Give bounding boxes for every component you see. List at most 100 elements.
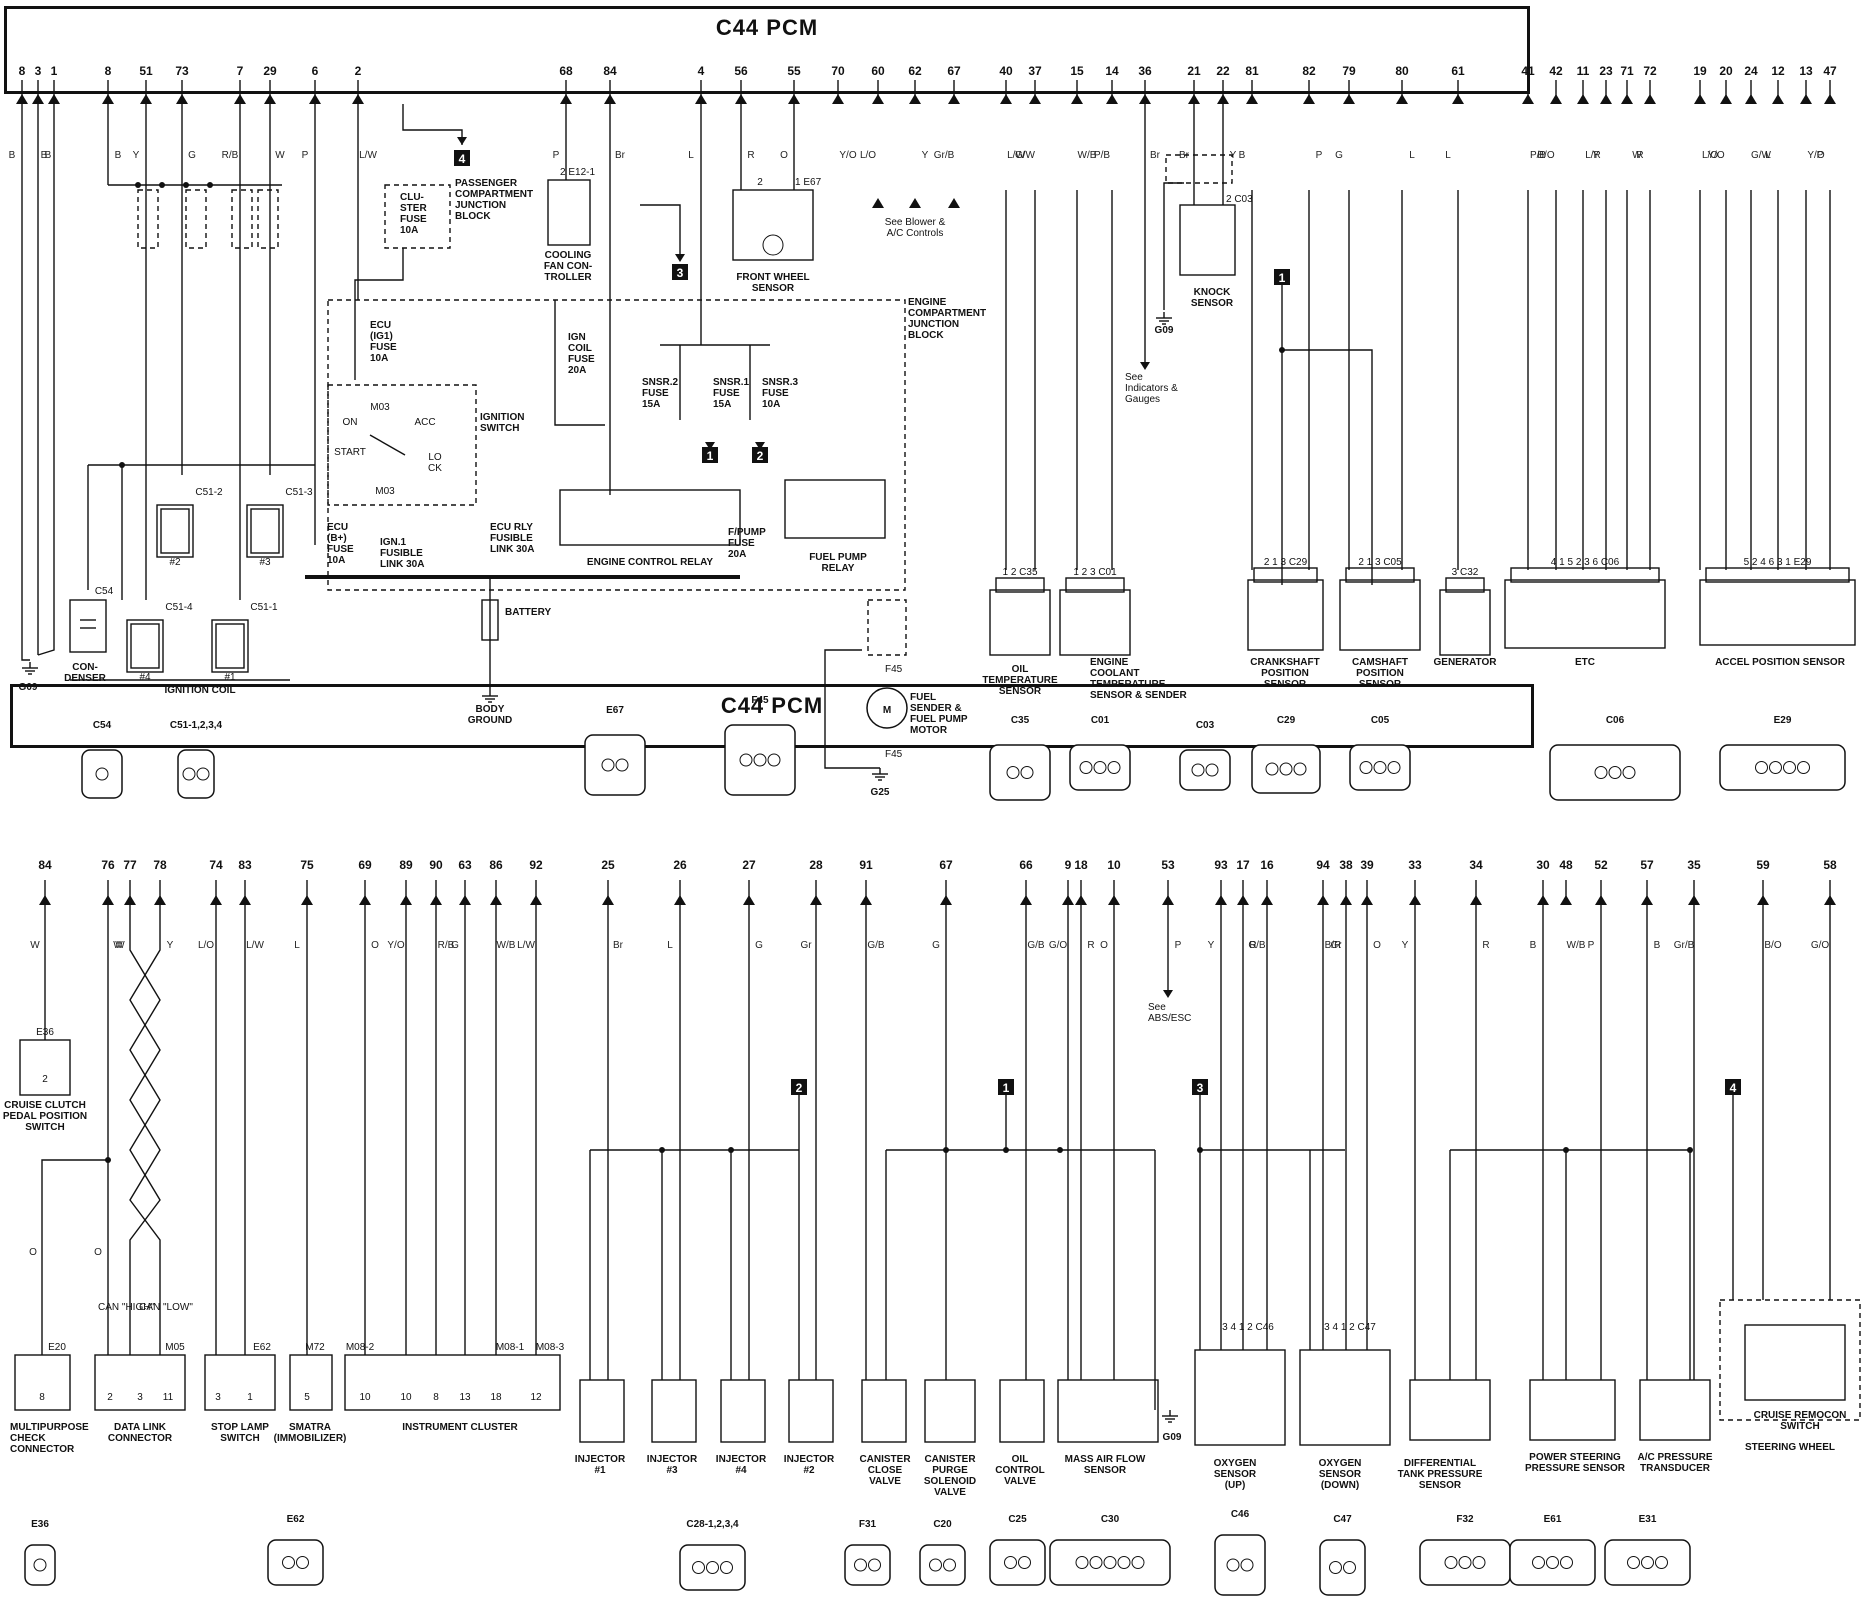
terminal-arrow [1215, 895, 1227, 905]
connector-cavity [1018, 1556, 1031, 1569]
splice-dot [183, 182, 189, 188]
component-label-engine-control-relay: ENGINE CONTROL RELAY [587, 557, 713, 568]
wire-color-code: L/O [860, 150, 876, 161]
ref-marker [791, 1079, 807, 1095]
connector-cavity [1103, 1556, 1117, 1569]
wire-color-code: Gr [800, 940, 812, 951]
connector-cavity [739, 753, 753, 767]
wire-color-code: Y/O [839, 150, 856, 161]
cooling-fan-controller [547, 179, 591, 246]
pcm-pin-number: 92 [529, 858, 543, 872]
ignition-switch-box [327, 384, 477, 506]
connector-cavity [95, 767, 109, 781]
terminal-arrow [1644, 94, 1656, 104]
sensor-body [1059, 589, 1131, 656]
coil-2 [156, 504, 194, 558]
canister-close-valve [861, 1379, 907, 1443]
connector-cavity [1107, 761, 1121, 774]
pcm-pin-number: 57 [1640, 858, 1654, 872]
pcm-pin-number: 3 [35, 64, 42, 78]
wire [1282, 349, 1373, 585]
canister-purge-valve [924, 1379, 976, 1443]
terminal-arrow [1217, 94, 1229, 104]
ref-marker-number: 4 [459, 152, 466, 166]
ignition-position-start: START [334, 447, 366, 458]
coil-label: #4 [139, 672, 151, 683]
fuel-pump-relay-box [784, 479, 886, 539]
pcm-pin-number: 6 [312, 64, 319, 78]
coil-connector-label: C51-3 [285, 487, 313, 498]
wire-color-code: G [451, 940, 459, 951]
data-link-connector [94, 1354, 186, 1411]
coil-2-inner [160, 508, 190, 554]
wire-color-code: L [688, 150, 694, 161]
terminal-arrow [1409, 895, 1421, 905]
pcm-pin-number: 33 [1408, 858, 1422, 872]
terminal-arrow [154, 895, 166, 905]
connector-face [1319, 1539, 1366, 1596]
connector-e62: E62 [253, 1342, 271, 1353]
terminal-arrow [352, 94, 364, 104]
terminal-arrow [695, 94, 707, 104]
wire-color-code: O [371, 940, 379, 951]
wire-color-code: B [45, 150, 52, 161]
wire-color-code: L/W [1007, 150, 1025, 161]
oxygen-sensor-down [1299, 1349, 1391, 1446]
connector-cavity [1117, 1556, 1131, 1569]
wire-color-code: G/B [1027, 940, 1045, 951]
connector-cavity [1265, 762, 1279, 776]
pcm-pin-number: 89 [399, 858, 413, 872]
connector-cavity [1240, 1558, 1254, 1572]
pcm-pin-number: 51 [139, 64, 153, 78]
pcm-pin-number: 69 [358, 858, 372, 872]
connector-face-label: F32 [1456, 1514, 1474, 1525]
pin-label: 1 E67 [795, 177, 822, 188]
pcm-pin-number: 67 [939, 858, 953, 872]
smatra [289, 1354, 333, 1411]
ref-marker [752, 447, 768, 463]
connector-cavity [1627, 1556, 1640, 1569]
pcm-pin-number: 80 [1395, 64, 1409, 78]
wire-color-code: P [1175, 940, 1182, 951]
wire-color-code: O [780, 150, 788, 161]
connector-cavity [1641, 1556, 1654, 1569]
terminal-arrow [1139, 94, 1151, 104]
coil-connector-label: C51-1 [250, 602, 278, 613]
pcm-pin-number: 8 [105, 64, 112, 78]
connector-cavity [1075, 1556, 1089, 1569]
pcm-pin-number: 28 [809, 858, 823, 872]
connector-face-label: C03 [1196, 720, 1215, 731]
pcm-pin-number: 82 [1302, 64, 1316, 78]
terminal-arrow [1688, 895, 1700, 905]
wire-color-code: R [1087, 940, 1094, 951]
splice-dot [207, 182, 213, 188]
wire-color-code: W/B [1567, 940, 1586, 951]
connector-cavity [1387, 761, 1401, 774]
terminal-arrow [264, 94, 276, 104]
ref-marker [702, 447, 718, 463]
pcm-pin-number: 67 [947, 64, 961, 78]
connector-cavity [1472, 1556, 1486, 1569]
wire-color-code: Gr [1330, 940, 1342, 951]
sensor-body [989, 589, 1051, 656]
wire-color-code: Y [1402, 940, 1409, 951]
wire-color-code: B [1239, 150, 1246, 161]
splice-dot [1279, 347, 1285, 353]
terminal-arrow [239, 895, 251, 905]
terminal-arrow [1824, 895, 1836, 905]
pcm-pin-number: 84 [38, 858, 52, 872]
wire-color-code: L/O [198, 940, 214, 951]
splice-dot [1057, 1147, 1063, 1153]
connector-face [1179, 749, 1231, 791]
terminal-arrow [1560, 895, 1572, 905]
ref-marker-number: 2 [796, 1081, 803, 1095]
terminal-arrow [359, 895, 371, 905]
